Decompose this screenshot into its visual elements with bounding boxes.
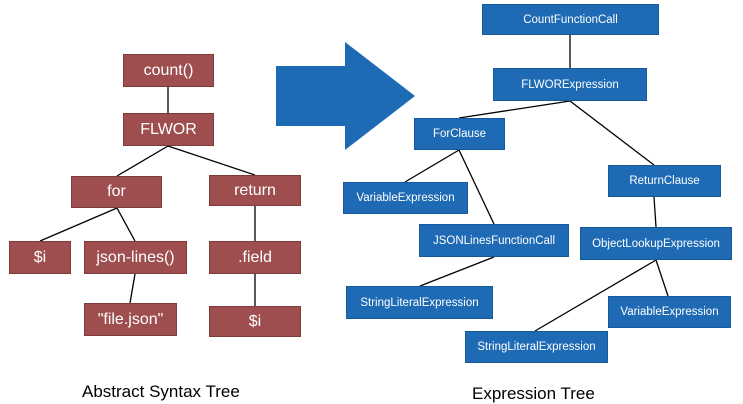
expression-tree-caption: Expression Tree <box>472 384 595 403</box>
expr-node-string-literal-expression-2: StringLiteralExpression <box>465 331 608 363</box>
expr-node-json-lines-function-call: JSONLinesFunctionCall <box>419 224 569 257</box>
ast-node-flwor: FLWOR <box>123 113 214 146</box>
expression-edge <box>653 196 657 228</box>
ast-edge <box>129 273 136 304</box>
ast-node-count: count() <box>123 54 214 87</box>
ast-caption: Abstract Syntax Tree <box>82 382 240 401</box>
ast-node-return: return <box>209 175 301 206</box>
ast-node-json-lines: json-lines() <box>84 241 187 274</box>
expression-edge <box>404 149 460 183</box>
ast-edge <box>116 207 136 242</box>
expr-node-string-literal-expression: StringLiteralExpression <box>346 286 493 319</box>
expr-node-object-lookup-expression: ObjectLookupExpression <box>580 227 732 260</box>
expression-edge <box>534 259 657 332</box>
ast-edge <box>116 145 169 177</box>
expr-node-return-clause: ReturnClause <box>608 165 721 197</box>
ast-node-file-json: "file.json" <box>84 303 177 336</box>
ast-edge <box>167 145 256 176</box>
expr-node-flwor-expression: FLWORExpression <box>493 68 647 101</box>
ast-edge <box>39 207 118 242</box>
ast-node-for: for <box>71 176 162 208</box>
expression-edge <box>419 256 495 287</box>
expression-edge <box>458 100 571 119</box>
expr-node-variable-expression: VariableExpression <box>343 182 468 214</box>
expression-edge <box>569 100 655 166</box>
expr-node-for-clause: ForClause <box>414 118 505 150</box>
expr-node-variable-expression-2: VariableExpression <box>608 296 731 328</box>
expression-edge <box>458 149 495 225</box>
ast-node-var-i-2: $i <box>209 306 301 337</box>
expression-edge <box>655 259 669 297</box>
expr-node-count-function-call: CountFunctionCall <box>482 4 659 35</box>
ast-node-var-i: $i <box>9 241 71 274</box>
ast-node-field: .field <box>209 241 301 274</box>
